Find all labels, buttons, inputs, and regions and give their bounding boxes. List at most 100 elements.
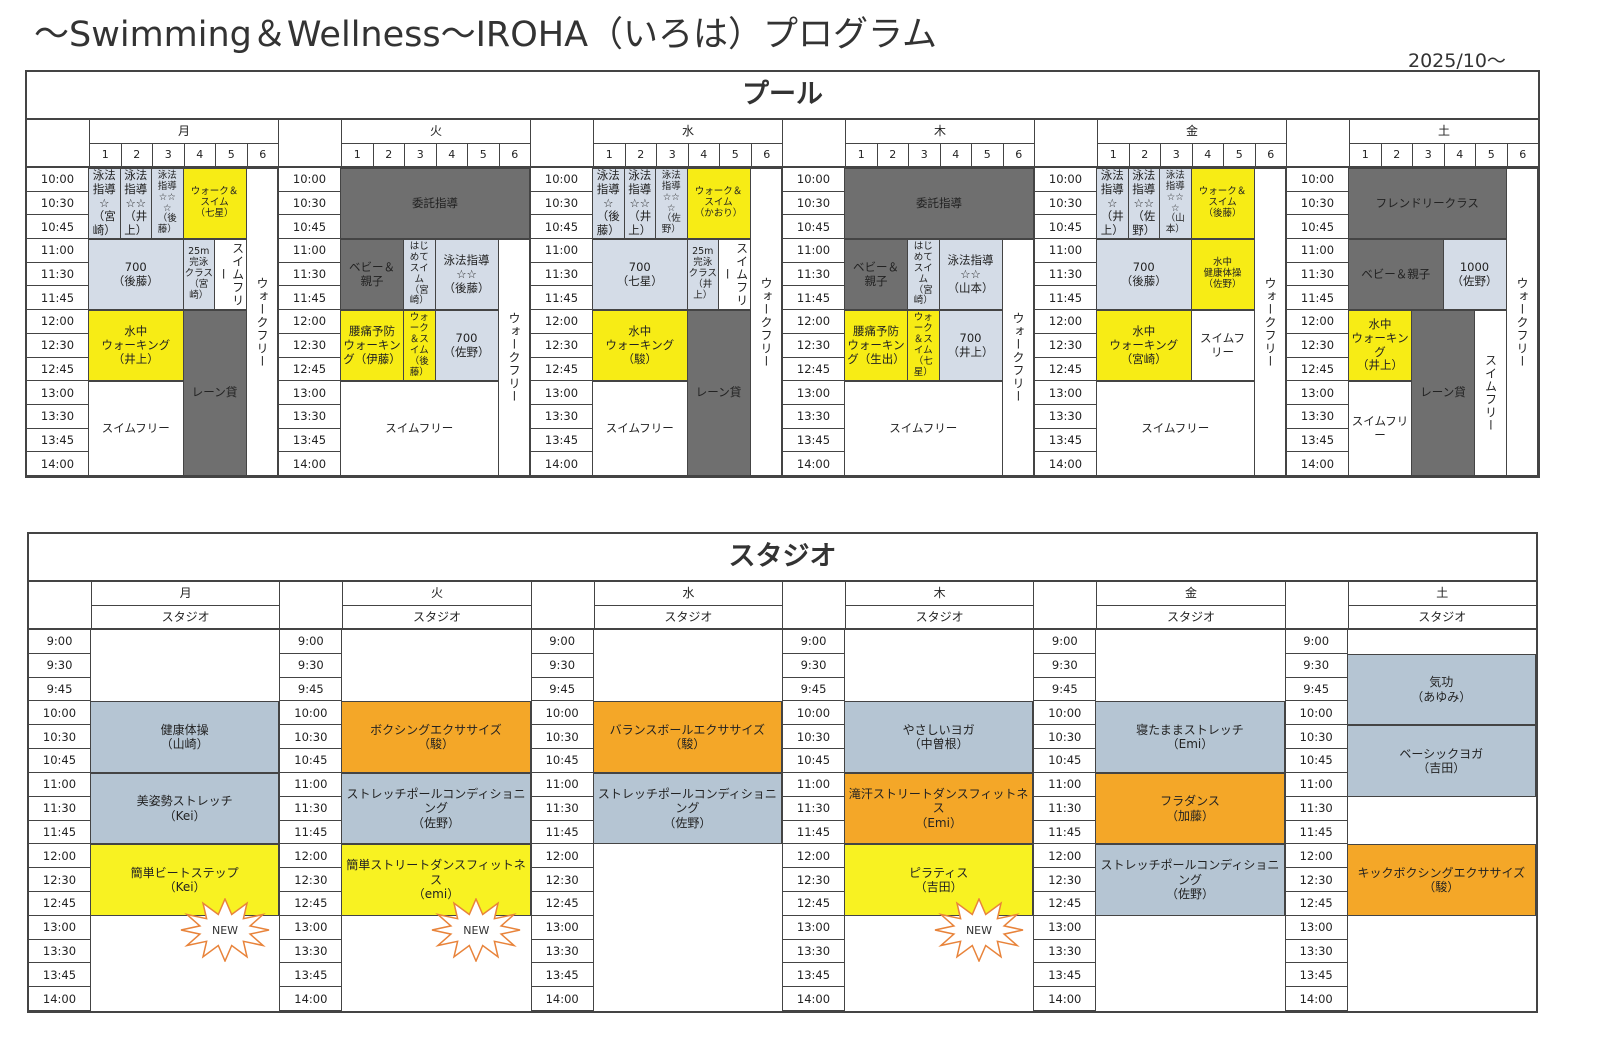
- time-slot: 10:30: [1034, 725, 1097, 750]
- pool-class-block[interactable]: ウォ ーク ＆ス イム （後藤）: [403, 310, 436, 382]
- pool-class-block[interactable]: レーン貸: [686, 310, 751, 476]
- time-slot: 13:45: [531, 428, 593, 453]
- lane-header-5: 5: [971, 144, 1003, 168]
- pool-class-block[interactable]: 泳法 指導 ☆☆ ☆ （後 藤）: [151, 168, 184, 240]
- lane-header-2: 2: [120, 144, 152, 168]
- pool-class-block[interactable]: 泳法 指導 ☆☆ （井 上）: [119, 168, 152, 240]
- pool-class-block[interactable]: 泳法 指導 ☆ （後 藤）: [592, 168, 625, 240]
- studio-class-block[interactable]: キックボクシングエクササイズ （駿）: [1346, 844, 1536, 916]
- studio-class-block[interactable]: 簡単ビートステップ （Kei）: [90, 844, 280, 916]
- time-slot: 12:30: [280, 868, 343, 892]
- studio-class-block[interactable]: 気功 （あゆみ）: [1346, 653, 1536, 726]
- lane-header-2: 2: [1128, 144, 1160, 168]
- pool-class-block[interactable]: スイムフリー: [214, 239, 247, 311]
- pool-class-block[interactable]: 泳法指導 ☆☆ （山本）: [938, 239, 1003, 311]
- pool-class-block[interactable]: 泳法 指導 ☆☆ （佐 野）: [1127, 168, 1160, 240]
- pool-class-block[interactable]: スイムフ リー: [1190, 310, 1255, 382]
- pool-class-block[interactable]: 泳法 指導 ☆ （井 上）: [1096, 168, 1129, 240]
- studio-class-block[interactable]: ストレッチポールコンディショニング （佐野）: [592, 772, 782, 845]
- day-header: 月: [91, 582, 280, 606]
- studio-class-block[interactable]: ストレッチポールコンディショニング （佐野）: [1095, 844, 1285, 916]
- pool-class-block[interactable]: スイムフリー: [1348, 381, 1412, 476]
- pool-class-block[interactable]: ウォーク＆ スイム （後藤）: [1190, 168, 1255, 240]
- pool-class-block[interactable]: ウォークフリー: [245, 168, 278, 476]
- time-slot: 11:30: [27, 262, 89, 287]
- studio-class-block[interactable]: 健康体操 （山崎）: [90, 701, 280, 773]
- pool-class-block[interactable]: ウォーク＆ スイム （かおり）: [686, 168, 751, 240]
- time-slot: 12:45: [1285, 891, 1348, 916]
- time-slot: 10:45: [1034, 749, 1097, 773]
- pool-class-block[interactable]: スイムフリー: [340, 381, 499, 476]
- day-header: 月: [89, 120, 278, 144]
- pool-class-block[interactable]: 腰痛予防 ウォーキン グ（伊藤）: [340, 310, 404, 382]
- studio-class-block[interactable]: ボクシングエクササイズ （駿）: [341, 701, 531, 773]
- studio-class-block[interactable]: バランスボールエクササイズ （駿）: [592, 701, 782, 773]
- studio-class-block[interactable]: フラダンス （加藤）: [1095, 772, 1285, 845]
- pool-class-block[interactable]: 700 （佐野）: [434, 310, 499, 382]
- time-slot: 12:00: [279, 310, 341, 334]
- pool-class-block[interactable]: ベビー＆ 親子: [844, 239, 908, 311]
- pool-class-block[interactable]: 700 （後藤）: [1096, 239, 1192, 311]
- time-slot: 11:30: [1285, 796, 1348, 821]
- pool-class-block[interactable]: 泳法 指導 ☆ （宮 崎）: [88, 168, 121, 240]
- studio-class-block[interactable]: ベーシックヨガ （吉田）: [1346, 725, 1536, 797]
- pool-class-block[interactable]: ウォークフリー: [1001, 239, 1034, 476]
- pool-class-block[interactable]: 1000 （佐野）: [1442, 239, 1507, 311]
- time-slot: 11:30: [279, 262, 341, 287]
- pool-class-block[interactable]: スイムフリー: [592, 381, 688, 476]
- time-slot: 14:00: [1034, 987, 1097, 1011]
- pool-class-block[interactable]: ウォークフリー: [749, 168, 782, 476]
- time-slot: 11:00: [27, 239, 89, 263]
- studio-class-block[interactable]: 簡単ストリートダンスフィットネス （emi）: [341, 844, 531, 916]
- studio-class-block[interactable]: 寝たままストレッチ （Emi）: [1095, 701, 1285, 773]
- pool-class-block[interactable]: 700 （井上）: [938, 310, 1003, 382]
- time-slot: 11:00: [1035, 239, 1097, 263]
- studio-class-block[interactable]: ストレッチポールコンディショニング （佐野）: [341, 772, 531, 845]
- pool-class-block[interactable]: 腰痛予防 ウォーキン グ（生出）: [844, 310, 908, 382]
- pool-class-block[interactable]: 700 （後藤）: [88, 239, 184, 311]
- studio-class-block[interactable]: ピラティス （吉田）: [843, 844, 1034, 916]
- pool-class-block[interactable]: 25m 完泳 クラス （宮崎）: [182, 239, 215, 311]
- lane-header-3: 3: [1412, 144, 1444, 168]
- pool-class-block[interactable]: 25m 完泳 クラス （井上）: [686, 239, 719, 311]
- pool-class-block[interactable]: 泳法 指導 ☆☆ ☆ （山 本）: [1159, 168, 1192, 240]
- day-header: 火: [342, 582, 531, 606]
- pool-class-block[interactable]: 700 （七星）: [592, 239, 688, 311]
- studio-class-block[interactable]: 滝汗ストリートダンスフィットネス （Emi）: [843, 772, 1034, 845]
- pool-class-block[interactable]: ウォークフリー: [1253, 168, 1286, 476]
- pool-class-block[interactable]: 委託指導: [340, 168, 530, 240]
- pool-class-block[interactable]: はじ めて スイ ム （宮崎）: [907, 239, 940, 311]
- pool-class-block[interactable]: 水中 ウォーキング （井上）: [88, 310, 184, 382]
- time-slot: 9:45: [782, 677, 845, 702]
- studio-class-block[interactable]: 美姿勢ストレッチ （Kei）: [90, 772, 280, 845]
- time-slot: 10:45: [27, 215, 89, 240]
- pool-class-block[interactable]: ウォークフリー: [497, 239, 530, 476]
- pool-class-block[interactable]: スイムフリー: [1096, 381, 1255, 476]
- studio-class-block[interactable]: やさしいヨガ （中曽根）: [843, 701, 1034, 773]
- pool-class-block[interactable]: フレンドリークラス: [1348, 168, 1507, 240]
- pool-class-block[interactable]: はじ めて スイ ム （宮崎）: [403, 239, 436, 311]
- pool-class-block[interactable]: 水中 健康体操 （佐野）: [1190, 239, 1255, 311]
- time-slot: 9:30: [782, 653, 845, 678]
- pool-class-block[interactable]: レーン貸: [182, 310, 247, 476]
- pool-class-block[interactable]: 泳法 指導 ☆☆ （井 上）: [623, 168, 656, 240]
- pool-class-block[interactable]: ベビー＆ 親子: [340, 239, 404, 311]
- day-header: 金: [1096, 582, 1285, 606]
- pool-class-block[interactable]: 水中 ウォーキング （駿）: [592, 310, 688, 382]
- pool-class-block[interactable]: ウォーク＆ スイム （七星）: [182, 168, 247, 240]
- pool-class-block[interactable]: ウォ ーク ＆ス イム （七星）: [907, 310, 940, 382]
- pool-class-block[interactable]: スイムフリー: [844, 381, 1003, 476]
- pool-class-block[interactable]: ベビー＆親子: [1348, 239, 1444, 311]
- pool-class-block[interactable]: ウォークフリー: [1505, 168, 1538, 476]
- pool-class-block[interactable]: 泳法 指導 ☆☆ ☆ （佐 野）: [655, 168, 688, 240]
- time-slot: 12:00: [531, 310, 593, 334]
- pool-class-block[interactable]: スイムフリー: [88, 381, 184, 476]
- pool-class-block[interactable]: スイムフリー: [1474, 310, 1507, 476]
- pool-class-block[interactable]: 水中 ウォーキン グ （井上）: [1348, 310, 1412, 382]
- pool-class-block[interactable]: レーン貸: [1411, 310, 1475, 476]
- pool-class-block[interactable]: 水中 ウォーキング （宮崎）: [1096, 310, 1192, 382]
- pool-class-block[interactable]: 委託指導: [844, 168, 1034, 240]
- pool-class-block[interactable]: 泳法指導 ☆☆ （後藤）: [434, 239, 499, 311]
- pool-class-block[interactable]: スイムフリー: [718, 239, 751, 311]
